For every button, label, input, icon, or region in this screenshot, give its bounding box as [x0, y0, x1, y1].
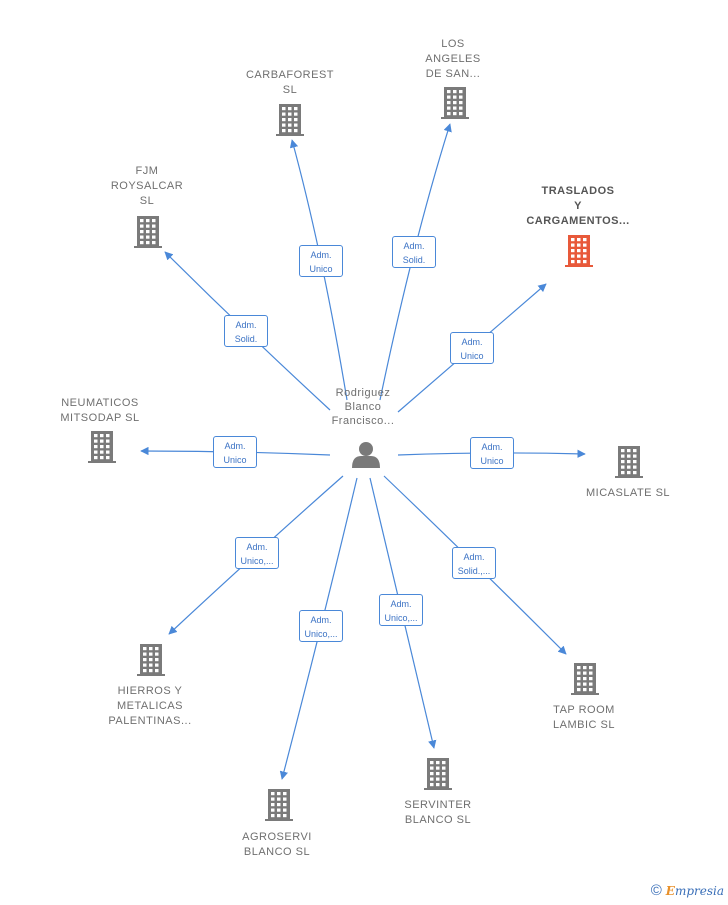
role-text: Adm.	[390, 599, 412, 609]
role-badge-taproom[interactable]: Adm. Solid.,...	[452, 547, 496, 579]
role-text: Unico,...	[240, 556, 274, 566]
building-icon[interactable]	[571, 663, 599, 695]
person-icon[interactable]	[352, 442, 380, 468]
company-label-agroservi[interactable]: AGROSERVI BLANCO SL	[242, 830, 312, 860]
copyright-icon: ©	[650, 882, 662, 899]
company-label-traslados-line: CARGAMENTOS...	[526, 215, 630, 227]
role-badge-los-angeles[interactable]: Adm. Solid.	[392, 236, 436, 268]
person-name-line: Blanco	[344, 401, 382, 413]
company-label-fjm[interactable]: FJM ROYSALCAR SL	[111, 164, 183, 209]
role-text: Unico	[223, 455, 247, 465]
role-text: Adm.	[461, 337, 483, 347]
role-text: Adm.	[224, 441, 246, 451]
company-label-servinter-line: SERVINTER	[404, 799, 472, 811]
company-label-agroservi-line: AGROSERVI	[242, 831, 312, 843]
company-label-hierros-line: PALENTINAS...	[108, 715, 192, 727]
company-label-traslados-line: Y	[574, 200, 582, 212]
person-name-line: Francisco...	[331, 415, 395, 427]
role-text: Unico,...	[304, 629, 338, 639]
building-icon[interactable]	[134, 216, 162, 248]
role-text: Solid.	[234, 334, 258, 344]
brand-initial: E	[665, 883, 675, 898]
building-icon[interactable]	[137, 644, 165, 676]
company-label-traslados-line: TRASLADOS	[541, 185, 615, 197]
role-badge-agroservi[interactable]: Adm. Unico,...	[299, 610, 343, 642]
company-label-traslados[interactable]: TRASLADOS Y CARGAMENTOS...	[526, 184, 629, 229]
company-label-los-angeles-line: LOS	[441, 38, 465, 50]
company-label-los-angeles-line: ANGELES	[425, 53, 481, 65]
person-name-line: Rodriguez	[335, 387, 391, 399]
empresia-watermark: © Empresia	[651, 882, 724, 899]
building-icon[interactable]	[265, 789, 293, 821]
company-label-los-angeles[interactable]: LOS ANGELES DE SAN...	[425, 37, 480, 82]
role-badge-micaslate[interactable]: Adm. Unico	[470, 437, 514, 469]
role-badge-neumaticos[interactable]: Adm. Unico	[213, 436, 257, 468]
role-text: Adm.	[246, 542, 268, 552]
building-icon[interactable]	[565, 235, 593, 267]
company-label-agroservi-line: BLANCO SL	[243, 846, 311, 858]
role-text: Adm.	[310, 615, 332, 625]
building-icon[interactable]	[276, 104, 304, 136]
company-label-neumaticos-line: NEUMATICOS	[61, 397, 139, 409]
role-text: Adm.	[235, 320, 257, 330]
company-label-servinter[interactable]: SERVINTER BLANCO SL	[404, 798, 471, 828]
company-label-neumaticos-line: MITSODAP SL	[60, 412, 140, 424]
building-icon[interactable]	[615, 446, 643, 478]
role-text: Adm.	[403, 241, 425, 251]
building-icon[interactable]	[88, 431, 116, 463]
company-label-taproom-line: LAMBIC SL	[553, 719, 615, 731]
role-text: Solid.	[402, 255, 426, 265]
company-label-carbaforest-line: SL	[282, 84, 298, 96]
role-text: Unico	[460, 351, 484, 361]
company-label-fjm-line: SL	[139, 195, 155, 207]
company-label-neumaticos[interactable]: NEUMATICOS MITSODAP SL	[60, 396, 139, 426]
role-text: Adm.	[481, 442, 503, 452]
company-label-carbaforest[interactable]: CARBAFOREST SL	[246, 68, 334, 98]
company-label-fjm-line: FJM	[135, 165, 159, 177]
company-label-carbaforest-line: CARBAFOREST	[245, 69, 335, 81]
role-text: Unico	[309, 264, 333, 274]
role-badge-hierros[interactable]: Adm. Unico,...	[235, 537, 279, 569]
company-label-taproom-line: TAP ROOM	[553, 704, 615, 716]
company-label-hierros[interactable]: HIERROS Y METALICAS PALENTINAS...	[108, 684, 191, 729]
company-label-micaslate-line: MICASLATE SL	[585, 487, 671, 499]
company-label-los-angeles-line: DE SAN...	[425, 68, 481, 80]
brand-name: mpresia	[674, 883, 724, 898]
company-label-hierros-line: HIERROS Y	[117, 685, 183, 697]
role-badge-carbaforest[interactable]: Adm. Unico	[299, 245, 343, 277]
role-badge-fjm[interactable]: Adm. Solid.	[224, 315, 268, 347]
company-label-micaslate[interactable]: MICASLATE SL	[586, 486, 670, 501]
company-label-servinter-line: BLANCO SL	[404, 814, 472, 826]
role-text: Unico,...	[384, 613, 418, 623]
role-badge-servinter[interactable]: Adm. Unico,...	[379, 594, 423, 626]
role-badge-traslados[interactable]: Adm. Unico	[450, 332, 494, 364]
role-text: Adm.	[310, 250, 332, 260]
role-text: Unico	[480, 456, 504, 466]
building-icon[interactable]	[441, 87, 469, 119]
building-icon[interactable]	[424, 758, 452, 790]
company-label-taproom[interactable]: TAP ROOM LAMBIC SL	[553, 703, 615, 733]
role-text: Adm.	[463, 552, 485, 562]
company-label-fjm-line: ROYSALCAR	[110, 180, 184, 192]
role-text: Solid.,...	[457, 566, 491, 576]
company-label-hierros-line: METALICAS	[116, 700, 184, 712]
